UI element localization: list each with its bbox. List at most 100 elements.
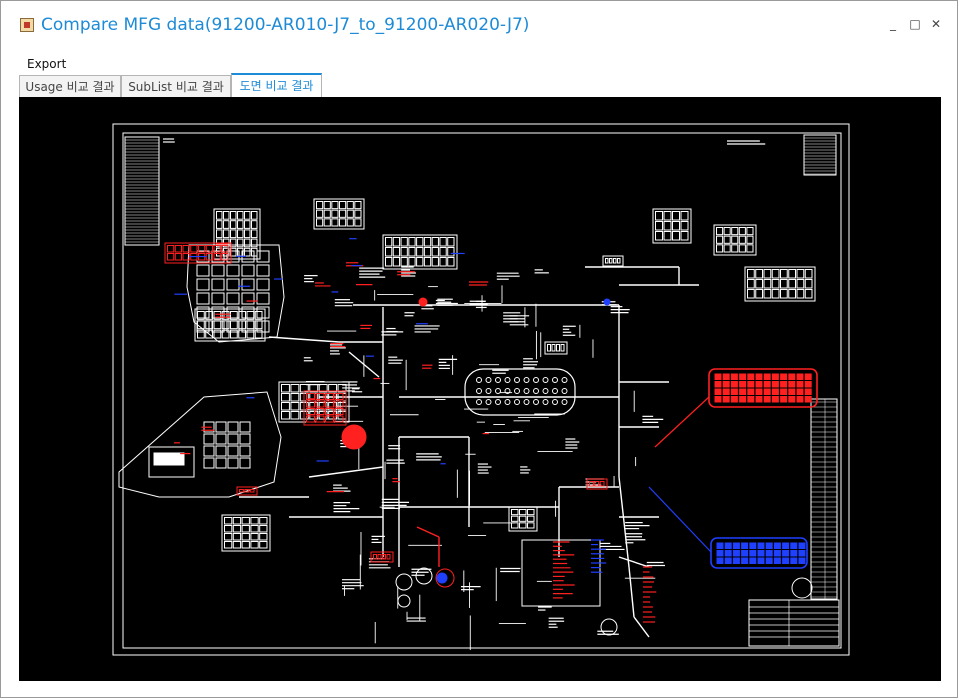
removed-pin [747,396,755,403]
connector-pin [755,279,763,289]
connector-pin [408,237,416,247]
added-pin [749,542,757,549]
connector-pin [250,533,259,541]
connector-pin [246,329,255,339]
fuse-slot [239,421,251,433]
connector-pin [221,320,230,330]
removed-pin [771,373,779,380]
added-pin [716,550,724,557]
removed-pin [730,396,738,403]
connector-pin [334,400,344,408]
relay-slot [226,264,240,277]
connector-pin [241,517,250,525]
removed-pin [730,381,738,388]
removed-pin [804,373,812,380]
connector-pin [747,279,755,289]
connector-pin [216,211,223,220]
minimize-button[interactable]: _ [890,17,896,31]
connector-pin [241,533,250,541]
sheet-inner-border [122,132,842,649]
connector-pin [771,279,780,289]
connector-pin [230,311,238,320]
connector-pin [306,400,315,408]
relay-slot [226,278,240,291]
removed-pin [796,373,804,380]
relay-slot [256,306,270,319]
added-pin [782,542,790,549]
removed-pin [714,373,722,380]
removed-connector [236,486,258,496]
round-connector [397,594,411,608]
connector-pin [723,227,731,236]
relay-slot [196,320,210,333]
connector-pin [259,541,268,549]
added-pin [741,542,749,549]
removed-pin [763,373,771,380]
connector-pin [167,245,175,253]
connector-pin [315,408,325,415]
removed-pin [730,373,738,380]
connector-pin [655,231,663,241]
connector-pin [504,388,511,394]
connector-pin [533,388,539,394]
connector-pin [244,238,251,248]
close-button[interactable]: ✕ [930,17,942,31]
connector-pin [731,244,739,253]
tab-sublist-compare[interactable]: SubList 비교 결과 [121,75,231,97]
connector-pin [747,269,755,279]
connector-pin [346,209,354,218]
connector-pin [447,257,455,267]
connector-pin [804,279,813,289]
connector-pin [476,399,482,405]
connector-pin [551,344,556,352]
connector-pin [213,320,222,330]
connector-pin [309,411,319,420]
removed-pin [780,396,788,403]
connector-pin [672,211,680,221]
removed-pin [763,388,771,395]
connector-pin [328,384,338,393]
relay-slot [256,292,270,305]
connector-pin [416,237,424,247]
added-pin [749,557,757,564]
added-pin [741,550,749,557]
relay-slot [256,278,270,291]
relay-slot [196,264,210,277]
connector-pin [334,408,344,415]
tab-usage-compare[interactable]: Usage 비교 결과 [19,75,121,97]
harness-trunk [308,466,384,478]
connector-pin [680,211,689,221]
connector-pin [259,517,268,525]
connector-pin [251,238,258,248]
connector-pin [613,258,617,264]
connector-pin [290,402,300,411]
menu-export[interactable]: Export [27,57,67,71]
fuse-slot [215,433,227,445]
connector-pin [552,377,558,383]
connector-pin [594,481,600,487]
connector-pin [552,388,558,394]
connector-pin [561,377,568,383]
connector-pin [244,220,251,229]
removed-pin [755,373,763,380]
connector-pin [392,247,401,257]
connector-pin [392,257,401,267]
maximize-button[interactable]: □ [909,17,921,31]
relay-slot [226,320,240,333]
connector-pin [328,411,338,420]
relay-slot [241,292,255,305]
connector-pin [788,289,796,299]
tab-drawing-compare[interactable]: 도면 비교 결과 [231,73,322,98]
fuse-slot [203,445,215,457]
connector-pin [230,329,238,339]
connector-pin [527,522,535,529]
removed-pin [788,373,796,380]
drawing-viewer[interactable] [19,97,941,681]
connector-pin [182,245,190,253]
connector-pin [504,377,511,383]
connector-pin [599,481,605,487]
added-pin [798,557,806,564]
connector-pin [315,400,325,408]
connector-pin [392,237,401,247]
